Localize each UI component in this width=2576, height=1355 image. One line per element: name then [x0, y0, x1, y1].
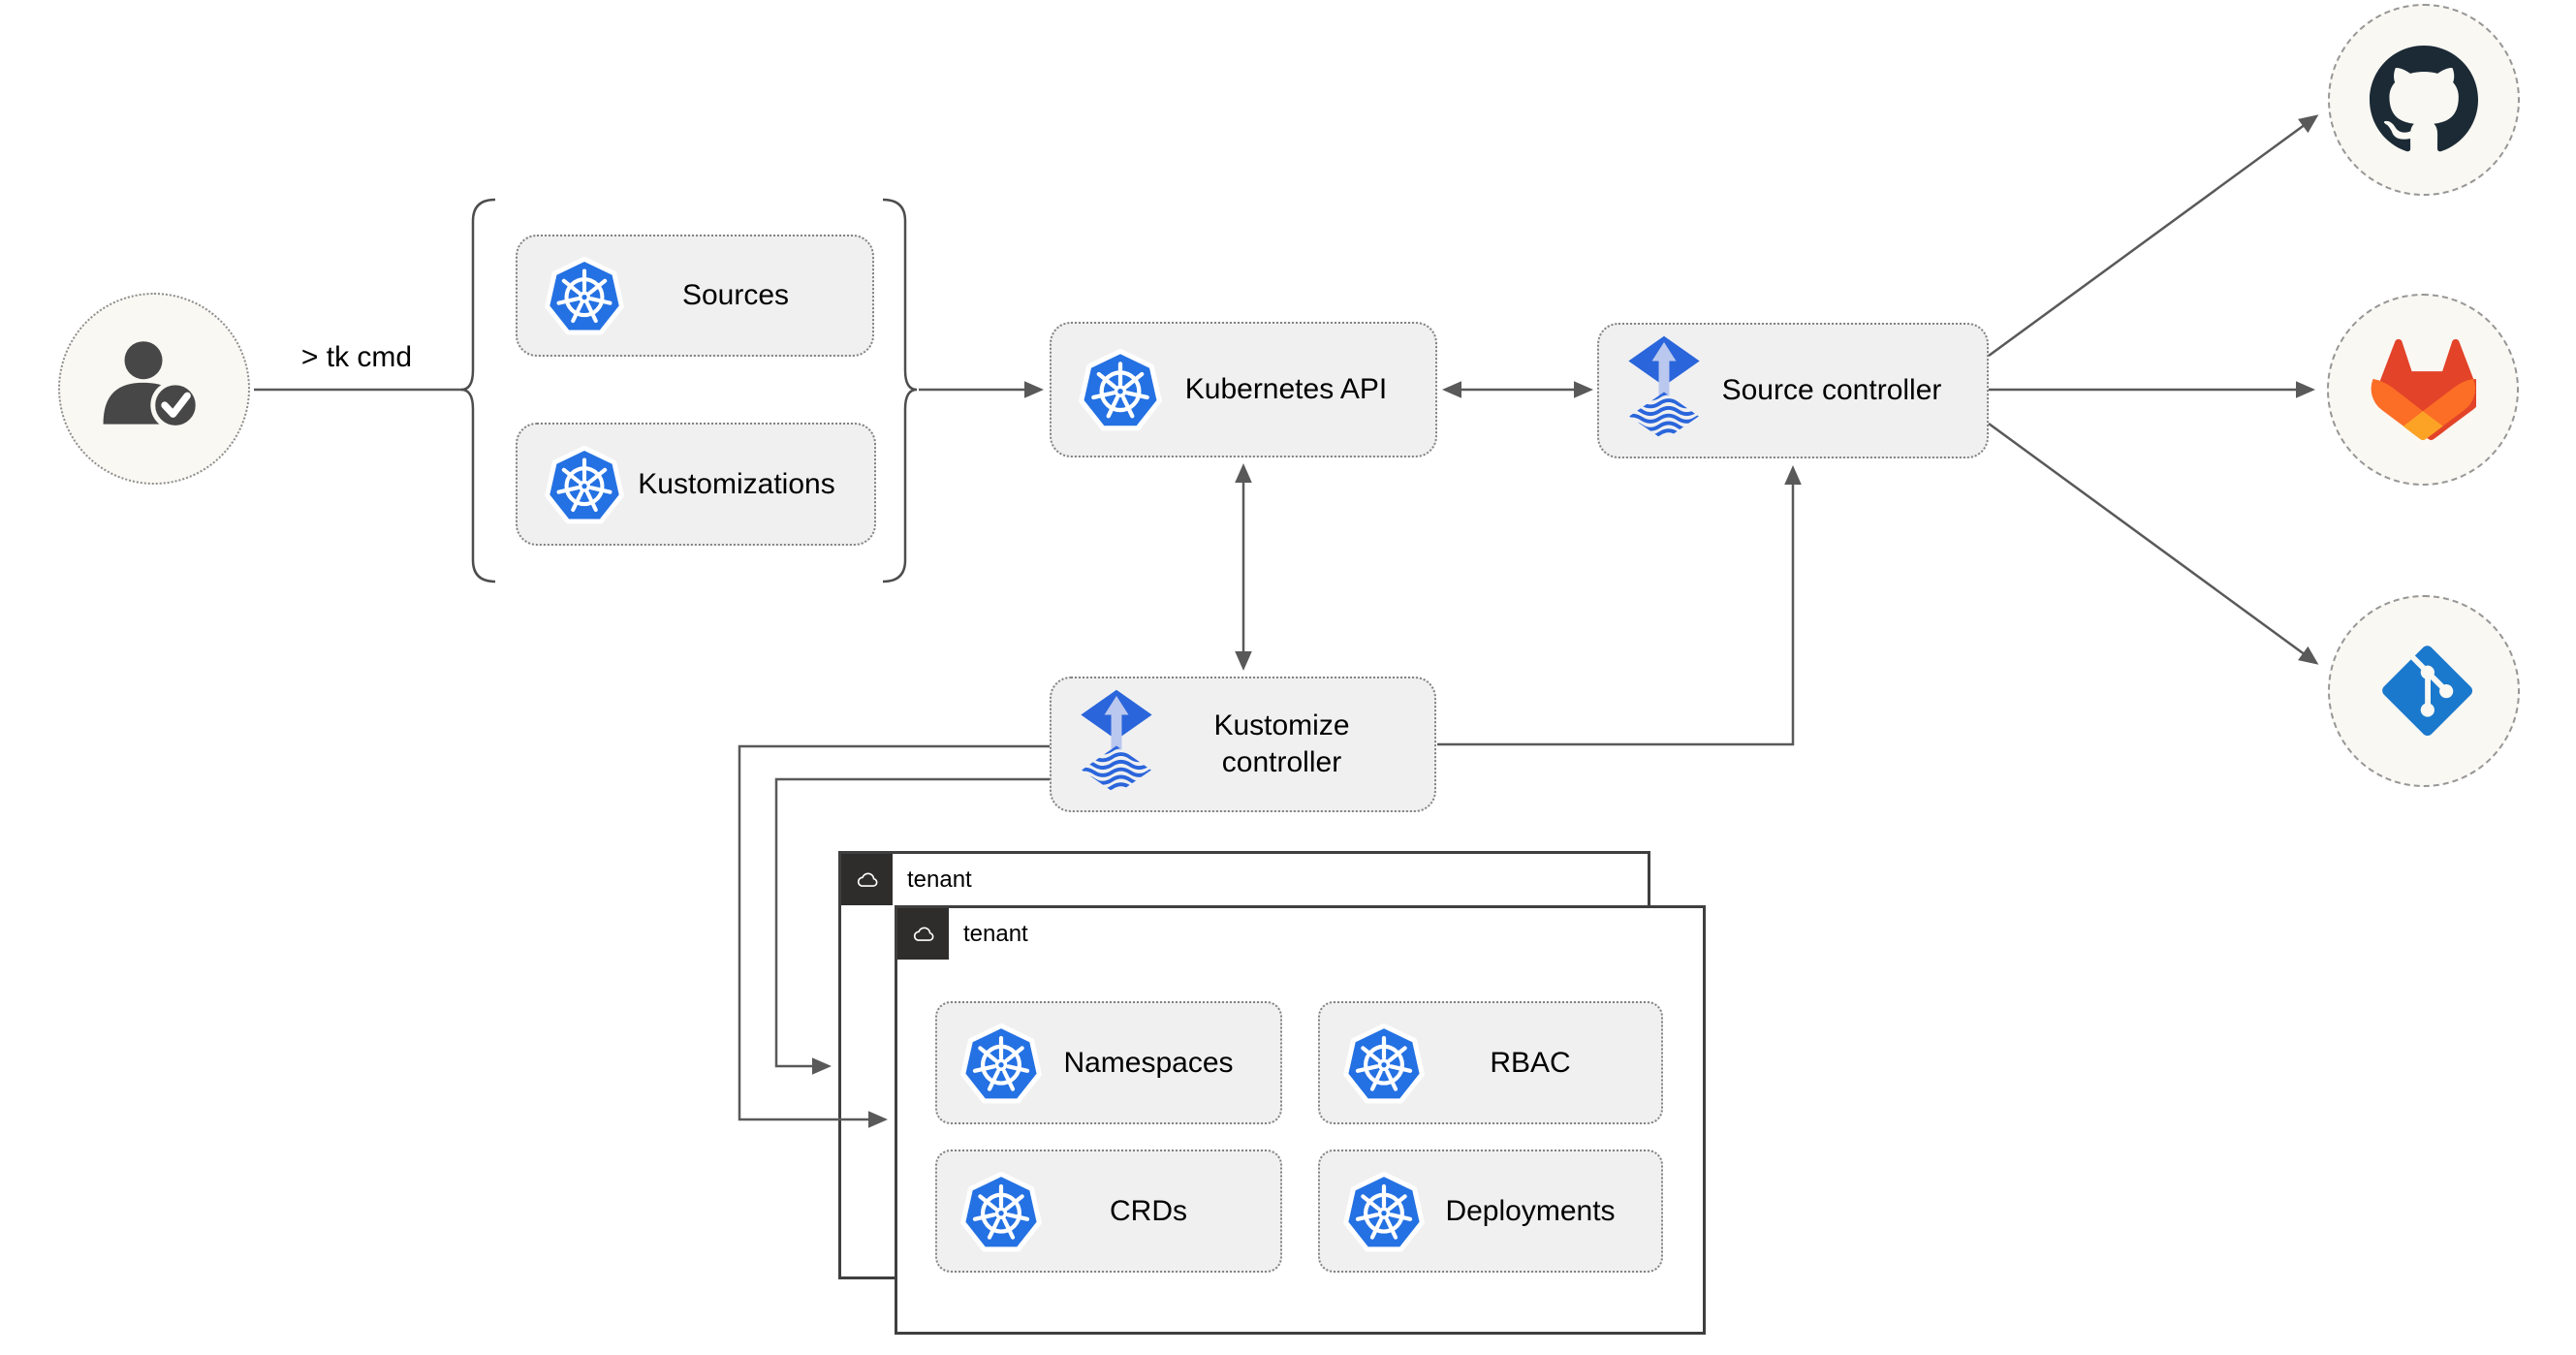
tenant-label: tenant [963, 921, 1028, 947]
rbac-label: RBAC [1490, 1046, 1571, 1079]
kubernetes-api-label: Kubernetes API [1184, 373, 1388, 405]
kubernetes-icon [545, 256, 624, 335]
namespaces-label: Namespaces [1063, 1046, 1234, 1079]
kubernetes-icon [960, 1023, 1042, 1104]
kubernetes-icon [960, 1171, 1042, 1252]
crds-node: CRDs [935, 1150, 1282, 1273]
namespaces-node: Namespaces [935, 1001, 1282, 1124]
github-icon [2370, 46, 2478, 154]
github-repository [2328, 4, 2520, 196]
kustomize-controller-label: Kustomize controller [1213, 709, 1350, 778]
flux-icon [1626, 335, 1702, 445]
person-check-icon [95, 330, 213, 448]
gitlab-icon [2370, 336, 2476, 443]
kubernetes-icon [1343, 1023, 1425, 1104]
kustomizations-node: Kustomizations [516, 423, 876, 546]
gitlab-repository [2327, 294, 2519, 486]
rbac-node: RBAC [1318, 1001, 1663, 1124]
kubernetes-icon [1343, 1171, 1425, 1252]
arrow-source-to-git [1988, 422, 2319, 665]
kubernetes-icon [545, 445, 624, 524]
bracket-left [460, 198, 496, 583]
cloud-icon [851, 867, 884, 893]
sources-node: Sources [516, 235, 874, 357]
crds-label: CRDs [1110, 1194, 1187, 1227]
kustomize-controller-node: Kustomize controller [1050, 677, 1436, 812]
arrow-kustomize-to-source [1437, 465, 1802, 746]
git-icon [2372, 640, 2475, 742]
sources-label: Sources [681, 279, 790, 311]
kubernetes-icon [1079, 348, 1162, 431]
cloud-tab [841, 854, 893, 905]
tenant-box-front: tenant Namespaces RBAC CRDs [895, 905, 1706, 1335]
flux-icon [1079, 689, 1154, 799]
source-controller-node: Source controller [1597, 323, 1989, 458]
deployments-label: Deployments [1445, 1194, 1616, 1227]
tenant-label: tenant [907, 867, 972, 893]
cloud-tab [897, 908, 949, 960]
operator-avatar [58, 293, 250, 485]
git-repository [2328, 595, 2520, 787]
cloud-icon [907, 922, 940, 947]
arrow-source-to-github [1988, 114, 2319, 358]
deployments-node: Deployments [1318, 1150, 1663, 1273]
source-controller-label: Source controller [1721, 374, 1942, 406]
bracket-right [882, 198, 918, 583]
cli-command-label: > tk cmd [300, 341, 413, 373]
kustomizations-label: Kustomizations [638, 467, 835, 500]
kubernetes-api-node: Kubernetes API [1050, 322, 1437, 457]
